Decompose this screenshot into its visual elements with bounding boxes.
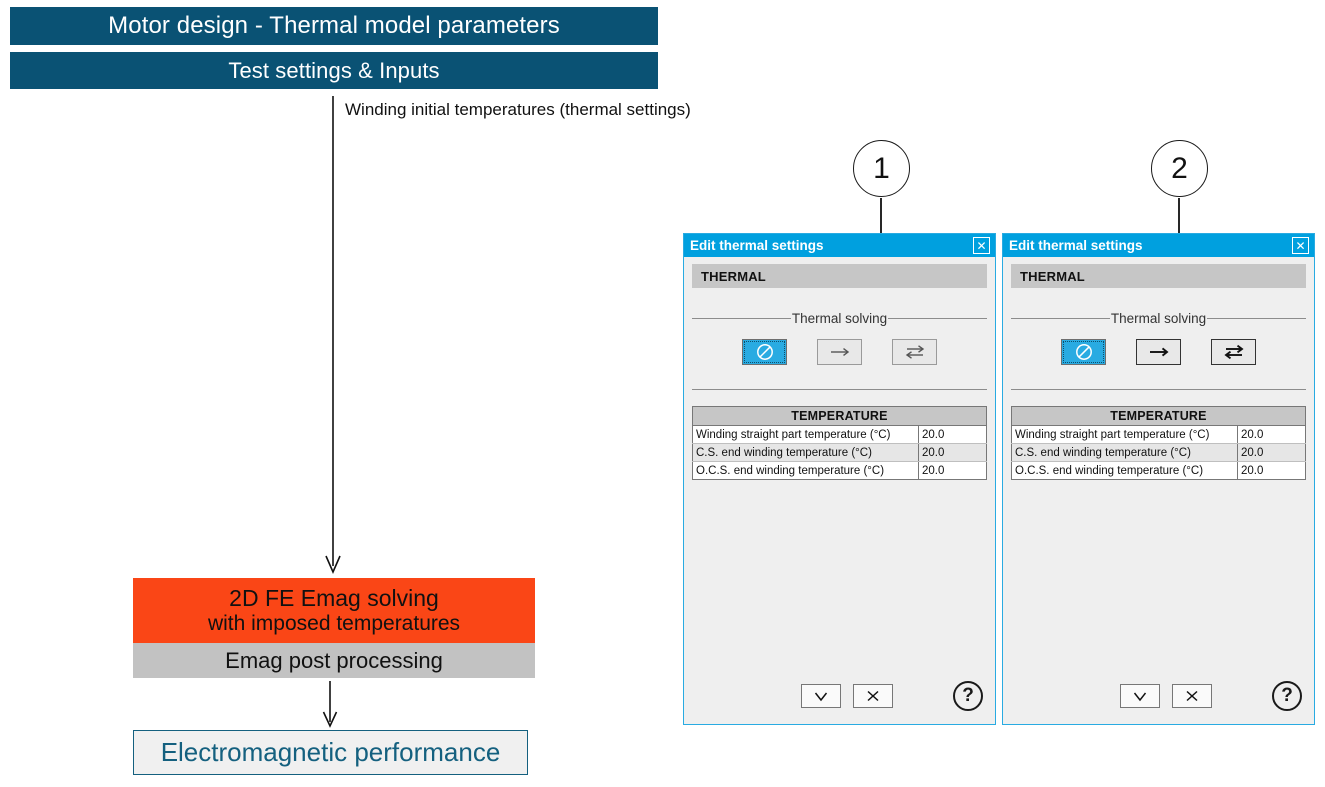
body-spacer	[692, 480, 987, 672]
process-box-emag-post-processing: Emag post processing	[133, 643, 535, 678]
row-value-input[interactable]: 20.0	[918, 461, 987, 480]
fieldset-thermal-solving: Thermal solving	[1011, 311, 1307, 365]
row-label: Winding straight part temperature (°C)	[1011, 425, 1238, 444]
footer-buttons	[1106, 684, 1212, 708]
mode-button-one-way-coupling[interactable]	[1136, 339, 1181, 365]
legend-rule-left	[1011, 318, 1110, 319]
section-title: Test settings & Inputs	[10, 52, 658, 89]
legend-rule-right	[1207, 318, 1307, 319]
dialog-title: Edit thermal settings	[1009, 238, 1143, 253]
null-icon	[1075, 344, 1092, 360]
mode-button-no-thermal-solving[interactable]	[742, 339, 787, 365]
section-header-thermal: THERMAL	[1011, 264, 1306, 288]
dialog-titlebar[interactable]: Edit thermal settings ✕	[1003, 234, 1314, 257]
table-row[interactable]: C.S. end winding temperature (°C) 20.0	[692, 443, 987, 462]
mode-button-one-way-coupling[interactable]	[817, 339, 862, 365]
row-label: O.C.S. end winding temperature (°C)	[1015, 464, 1204, 477]
thermal-solving-mode-buttons	[1011, 339, 1306, 365]
row-value-input[interactable]: 20.0	[918, 443, 987, 462]
footer-buttons	[787, 684, 893, 708]
check-icon	[1133, 692, 1146, 702]
callout-marker-2: 2	[1151, 140, 1208, 197]
table-row[interactable]: O.C.S. end winding temperature (°C) 20.0	[693, 461, 987, 480]
close-icon[interactable]: ✕	[973, 237, 990, 254]
cross-icon	[1185, 690, 1198, 702]
emag-box-line-1: 2D FE Emag solving	[229, 584, 439, 611]
arrow-right-icon	[830, 348, 849, 356]
fieldset-thermal-solving: Thermal solving	[692, 311, 988, 365]
mode-button-no-thermal-solving[interactable]	[1061, 339, 1106, 365]
table-row[interactable]: Winding straight part temperature (°C) 2…	[1011, 425, 1306, 444]
section-divider	[692, 389, 987, 390]
row-value-input[interactable]: 20.0	[1237, 425, 1306, 444]
process-box-emag-solving: 2D FE Emag solving with imposed temperat…	[133, 578, 535, 643]
section-header-thermal: THERMAL	[692, 264, 987, 288]
row-value-input[interactable]: 20.0	[1237, 461, 1306, 480]
row-label: C.S. end winding temperature (°C)	[692, 443, 919, 462]
branch-label: Winding initial temperatures (thermal se…	[345, 100, 691, 119]
arrows-exchange-icon	[1223, 344, 1244, 360]
emag-box-line-2: with imposed temperatures	[207, 611, 461, 635]
mode-button-two-way-coupling[interactable]	[1211, 339, 1256, 365]
table-row[interactable]: Winding straight part temperature (°C) 2…	[692, 425, 987, 444]
arrow-right-icon	[1149, 347, 1169, 357]
dialog-body: THERMAL Thermal solving	[1003, 257, 1314, 672]
dialog-footer: ?	[1003, 672, 1314, 724]
table-header-temperature: TEMPERATURE	[692, 406, 987, 426]
cancel-button[interactable]	[852, 684, 893, 708]
dialog-body: THERMAL Thermal solving	[684, 257, 995, 672]
table-header-temperature: TEMPERATURE	[1011, 406, 1306, 426]
cross-icon	[866, 690, 879, 702]
null-icon	[756, 344, 773, 360]
cancel-button[interactable]	[1171, 684, 1212, 708]
dialog-titlebar[interactable]: Edit thermal settings ✕	[684, 234, 995, 257]
help-icon[interactable]: ?	[1272, 681, 1302, 711]
fieldset-legend-text: Thermal solving	[791, 311, 888, 326]
fieldset-legend: Thermal solving	[1011, 311, 1307, 326]
legend-rule-left	[692, 318, 791, 319]
ok-button[interactable]	[1119, 684, 1160, 708]
table-row[interactable]: C.S. end winding temperature (°C) 20.0	[1011, 443, 1306, 462]
thermal-solving-mode-buttons	[692, 339, 987, 365]
ok-button[interactable]	[800, 684, 841, 708]
row-label: O.C.S. end winding temperature (°C)	[696, 464, 885, 477]
help-icon[interactable]: ?	[953, 681, 983, 711]
fieldset-legend: Thermal solving	[692, 311, 988, 326]
result-box-electromagnetic-performance: Electromagnetic performance	[133, 730, 528, 775]
mode-button-two-way-coupling[interactable]	[892, 339, 937, 365]
row-value-input[interactable]: 20.0	[1237, 443, 1306, 462]
page-title: Motor design - Thermal model parameters	[10, 7, 658, 45]
fieldset-legend-text: Thermal solving	[1110, 311, 1207, 326]
table-row[interactable]: O.C.S. end winding temperature (°C) 20.0	[1012, 461, 1306, 480]
temperature-table: TEMPERATURE Winding straight part temper…	[1011, 406, 1306, 480]
arrows-exchange-icon	[905, 345, 924, 359]
callout-marker-1: 1	[853, 140, 910, 197]
dialog-title: Edit thermal settings	[690, 238, 824, 253]
dialog-edit-thermal-settings-1: Edit thermal settings ✕ THERMAL Thermal …	[683, 233, 996, 725]
section-divider	[1011, 389, 1306, 390]
close-icon[interactable]: ✕	[1292, 237, 1309, 254]
row-label: Winding straight part temperature (°C)	[692, 425, 919, 444]
row-label: C.S. end winding temperature (°C)	[1011, 443, 1238, 462]
row-value-input[interactable]: 20.0	[918, 425, 987, 444]
body-spacer	[1011, 480, 1306, 672]
dialog-footer: ?	[684, 672, 995, 724]
dialog-edit-thermal-settings-2: Edit thermal settings ✕ THERMAL Thermal …	[1002, 233, 1315, 725]
check-icon	[814, 692, 827, 702]
temperature-table: TEMPERATURE Winding straight part temper…	[692, 406, 987, 480]
legend-rule-right	[888, 318, 988, 319]
